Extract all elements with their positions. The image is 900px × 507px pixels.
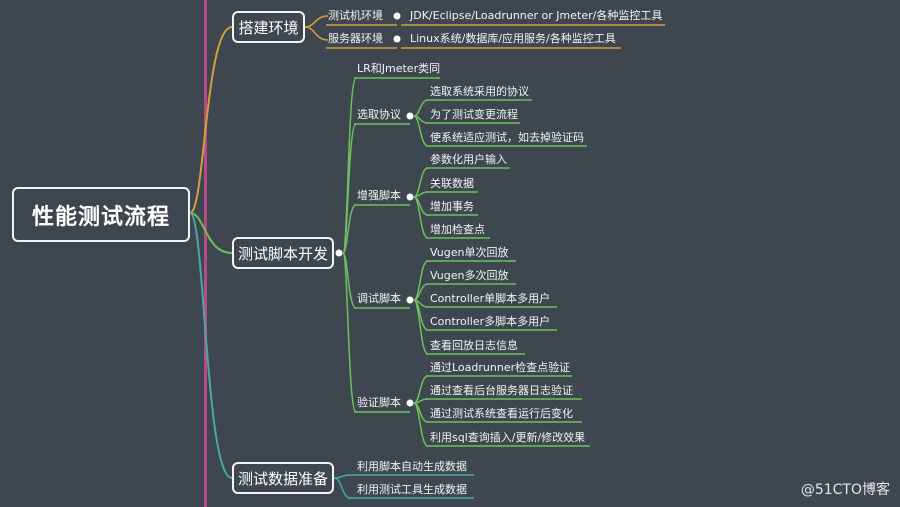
list-item: 参数化用户输入 — [430, 153, 507, 166]
list-item: 选取系统采用的协议 — [430, 85, 529, 98]
server-env-leaf: Linux系统/数据库/应用服务/各种监控工具 — [410, 32, 616, 45]
test-machine-env-leaf: JDK/Eclipse/Loadrunner or Jmeter/各种监控工具 — [410, 9, 663, 22]
list-item: 增加检查点 — [430, 223, 485, 236]
list-item: 使系统适应测试，如去掉验证码 — [430, 131, 584, 144]
server-env-node: 服务器环境 — [328, 32, 383, 45]
vertical-divider-line — [204, 0, 207, 507]
branch-script-development-label: 测试脚本开发 — [237, 244, 328, 263]
list-item: Vugen多次回放 — [430, 269, 509, 282]
watermark: @51CTO博客 — [800, 482, 890, 498]
lr-jmeter-note: LR和Jmeter类同 — [357, 62, 441, 75]
root-node: 性能测试流程 — [12, 187, 190, 242]
list-item: 增加事务 — [430, 200, 474, 213]
branch-script-development: 测试脚本开发 — [232, 237, 334, 269]
list-item: Vugen单次回放 — [430, 246, 509, 259]
branch-setup-environment: 搭建环境 — [232, 11, 305, 43]
list-item: 查看回放日志信息 — [430, 339, 518, 352]
list-item: Controller单脚本多用户 — [430, 292, 551, 305]
list-item: 利用测试工具生成数据 — [357, 483, 467, 496]
group-enhance-script: 增强脚本 — [357, 189, 401, 202]
root-label: 性能测试流程 — [31, 204, 170, 230]
group-select-protocol: 选取协议 — [357, 108, 401, 121]
group-verify-script: 验证脚本 — [357, 396, 401, 409]
branch-test-data-prep-label: 测试数据准备 — [237, 469, 328, 488]
list-item: 通过Loadrunner检查点验证 — [430, 361, 571, 374]
list-item: 通过查看后台服务器日志验证 — [430, 384, 573, 397]
branch-test-data-prep: 测试数据准备 — [232, 462, 334, 494]
list-item: 关联数据 — [430, 177, 474, 190]
list-item: 利用脚本自动生成数据 — [357, 460, 467, 473]
group-debug-script: 调试脚本 — [357, 292, 401, 305]
list-item: Controller多脚本多用户 — [430, 315, 551, 328]
test-machine-env-node: 测试机环境 — [328, 9, 383, 22]
list-item: 通过测试系统查看运行后变化 — [430, 407, 573, 420]
list-item: 为了测试变更流程 — [430, 108, 518, 121]
list-item: 利用sql查询插入/更新/修改效果 — [430, 431, 586, 444]
branch-setup-environment-label: 搭建环境 — [238, 18, 299, 37]
